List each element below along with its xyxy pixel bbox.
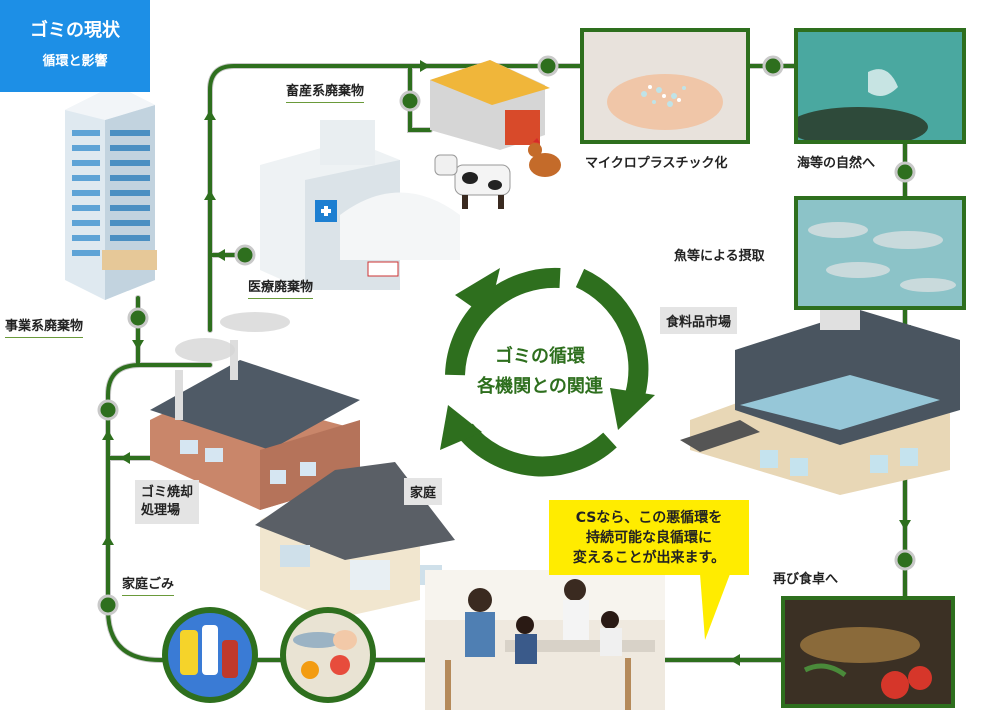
diagram-title-box: ゴミの現状 循環と影響 [0, 0, 150, 92]
ocean-plastic-photo [794, 28, 966, 144]
cs-callout: CSなら、この悪循環を 持続可能な良循環に 変えることが出来ます。 [549, 500, 749, 575]
node-fish [894, 161, 916, 183]
callout-line2: 持続可能な良循環に [586, 530, 712, 546]
fresh-food-photo [280, 607, 376, 703]
grilled-fish-photo [781, 596, 955, 708]
detergent-bottles-photo [162, 607, 258, 703]
label-business-waste: 事業系廃棄物 [5, 315, 84, 338]
label-back-to-table: 再び食卓へ [773, 572, 839, 587]
title-main: ゴミの現状 [30, 20, 120, 41]
label-fish-intake: 魚等による摂取 [674, 249, 765, 264]
family-dining-photo [425, 570, 665, 710]
node-incineration [97, 399, 119, 421]
node-household-waste [97, 594, 119, 616]
label-livestock-waste: 畜産系廃棄物 [286, 80, 365, 103]
cycle-center-text: ゴミの循環 各機関との関連 [450, 342, 630, 402]
callout-pointer [700, 574, 730, 640]
label-food-market: 食料品市場 [660, 307, 738, 334]
fish-school-photo [794, 196, 966, 310]
callout-line1: CSなら、この悪循環を [575, 510, 723, 526]
incineration-plant-illustration [150, 312, 360, 510]
node-business [127, 307, 149, 329]
label-household-waste: 家庭ごみ [122, 573, 175, 596]
barn-illustration [430, 60, 550, 150]
title-sub: 循環と影響 [42, 54, 108, 69]
label-to-nature: 海等の自然へ [797, 156, 876, 171]
hospital-illustration [260, 120, 460, 290]
office-building-illustration [65, 85, 157, 300]
label-microplastic: マイクロプラスチック化 [585, 156, 728, 171]
node-medical [234, 244, 256, 266]
label-household: 家庭 [404, 478, 443, 505]
food-market-illustration [680, 310, 960, 495]
label-incineration-line2: 処理場 [141, 503, 181, 518]
node-microplastic [537, 55, 559, 77]
microplastic-photo [580, 28, 750, 144]
node-nature [762, 55, 784, 77]
label-incineration-line1: ゴミ焼却 [141, 485, 194, 500]
node-table [894, 549, 916, 571]
chicken-illustration [528, 138, 561, 177]
center-line2: 各機関との関連 [477, 376, 603, 397]
label-medical-waste: 医療廃棄物 [248, 276, 314, 299]
node-livestock [399, 90, 421, 112]
callout-line3: 変えることが出来ます。 [572, 550, 726, 566]
label-incineration-plant: ゴミ焼却 処理場 [135, 480, 200, 524]
cow-illustration [434, 154, 511, 209]
center-line1: ゴミの循環 [495, 346, 585, 367]
